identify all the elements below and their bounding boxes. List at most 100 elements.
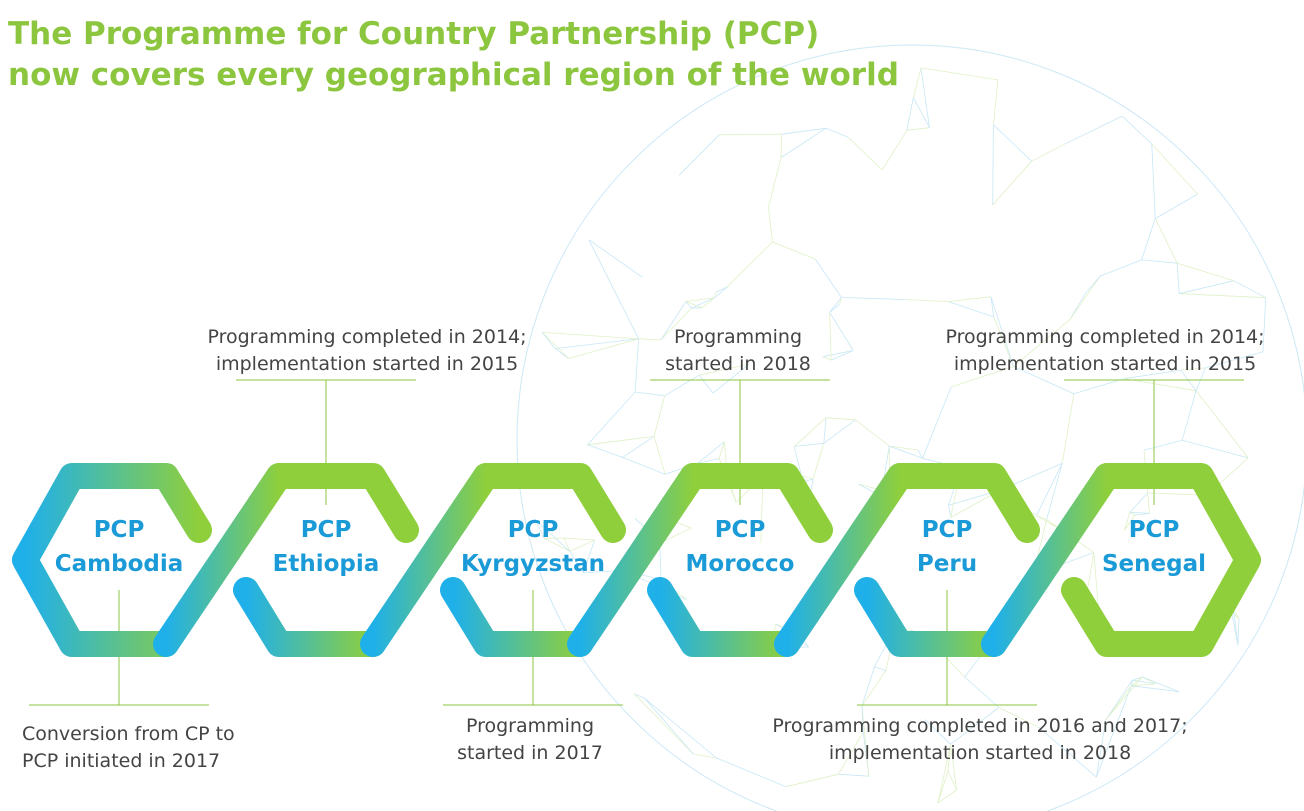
mesh-line: [1179, 280, 1234, 295]
mesh-line: [699, 363, 750, 376]
mesh-line: [822, 356, 832, 361]
mesh-line: [839, 297, 842, 305]
mesh-line: [719, 133, 782, 136]
hex-name-morocco: Morocco: [685, 551, 795, 577]
mesh-line: [822, 350, 854, 358]
mesh-line: [1205, 351, 1264, 369]
mesh-line: [1129, 492, 1148, 513]
hex-name-kyrgyzstan: Kyrgyzstan: [460, 551, 606, 577]
mesh-line: [1061, 393, 1075, 464]
mesh-line: [685, 297, 715, 302]
mesh-line: [998, 707, 1039, 728]
mesh-line: [906, 127, 930, 131]
mesh-line: [1069, 275, 1101, 320]
mesh-line: [685, 301, 703, 309]
mesh-line: [1013, 366, 1075, 395]
mesh-line: [948, 296, 992, 302]
mesh-line: [768, 157, 782, 208]
mesh-line: [1131, 683, 1156, 687]
mesh-line: [937, 789, 957, 804]
mesh-line: [1182, 439, 1249, 459]
mesh-line: [1100, 259, 1142, 277]
mesh-line: [847, 136, 883, 171]
mesh-line: [947, 770, 957, 791]
note-cambodia-line-1: Conversion from CP to: [22, 723, 235, 745]
mesh-line: [1143, 439, 1183, 451]
mesh-line: [814, 258, 842, 298]
mesh-line: [990, 296, 1014, 367]
mesh-line: [534, 519, 545, 539]
mesh-line: [812, 443, 825, 480]
hexagon-morocco-bottom: [647, 577, 800, 657]
mesh-line: [912, 67, 922, 98]
mesh-line: [1151, 143, 1156, 219]
mesh-line: [1131, 676, 1143, 687]
mesh-line: [920, 67, 999, 81]
mesh-line: [1095, 685, 1132, 778]
mesh-line: [937, 770, 949, 804]
mesh-line: [855, 419, 890, 447]
mesh-line: [992, 124, 994, 206]
note-kyrgyzstan-line-2: started in 2017: [457, 742, 603, 764]
mesh-line: [678, 134, 720, 176]
hex-label-kyrgyzstan: PCP Kyrgyzstan: [443, 513, 623, 581]
mesh-line: [772, 241, 816, 260]
mesh-line: [563, 537, 595, 541]
note-peru-line-2: implementation started in 2018: [828, 742, 1132, 764]
mesh-line: [685, 301, 692, 309]
mesh-line: [1073, 378, 1125, 395]
mesh-line: [793, 446, 802, 476]
globe-outline: [516, 44, 1304, 811]
note-cambodia-line-2: PCP initiated in 2017: [22, 750, 221, 772]
title-line-1: The Programme for Country Partnership (P…: [8, 16, 820, 52]
mesh-line: [644, 698, 694, 755]
mesh-line: [635, 391, 665, 397]
note-morocco: Programming started in 2018: [628, 324, 848, 378]
mesh-line: [829, 297, 842, 313]
mesh-line: [780, 127, 827, 158]
mesh-line: [1085, 275, 1101, 294]
mesh-line: [881, 130, 908, 171]
chain-link-1: [153, 463, 292, 657]
mesh-line: [660, 301, 687, 341]
hexagon-kyrgyzstan-top: [473, 463, 626, 543]
note-senegal: Programming completed in 2014; implement…: [910, 324, 1300, 378]
mesh-line: [541, 332, 569, 359]
mesh-line: [1124, 512, 1131, 531]
mesh-line: [542, 332, 639, 340]
mesh-line: [1262, 297, 1267, 352]
mesh-line: [1179, 293, 1266, 299]
mesh-line: [701, 297, 715, 309]
mesh-line: [712, 363, 750, 394]
mesh-line: [568, 338, 639, 359]
mesh-line: [1176, 263, 1180, 294]
hex-label-senegal: PCP Senegal: [1064, 513, 1244, 581]
mesh-line: [1177, 262, 1234, 282]
mesh-line: [947, 744, 951, 772]
note-peru-line-1: Programming completed in 2016 and 2017;: [772, 715, 1188, 737]
mesh-line: [587, 444, 623, 458]
mesh-line: [950, 366, 1014, 388]
mesh-line: [786, 773, 839, 788]
mesh-line: [1180, 367, 1206, 371]
mesh-line: [587, 391, 636, 446]
mesh-line: [1131, 685, 1180, 693]
mesh-line: [664, 374, 700, 397]
mesh-line: [588, 239, 643, 278]
chain-link-5: [981, 463, 1120, 657]
mesh-line: [541, 332, 556, 349]
mesh-line: [993, 124, 1032, 162]
mesh-line: [1065, 115, 1123, 145]
mesh-line: [1095, 719, 1107, 778]
mesh-line: [838, 773, 869, 777]
mesh-line: [829, 303, 840, 313]
mesh-line: [653, 395, 665, 437]
mesh-line: [829, 312, 854, 351]
mesh-line: [1233, 609, 1239, 646]
mesh-line: [534, 519, 571, 552]
mesh-line: [993, 79, 999, 125]
mesh-line: [638, 338, 662, 341]
mesh-line: [905, 299, 949, 302]
hex-label-morocco: PCP Morocco: [650, 513, 830, 581]
